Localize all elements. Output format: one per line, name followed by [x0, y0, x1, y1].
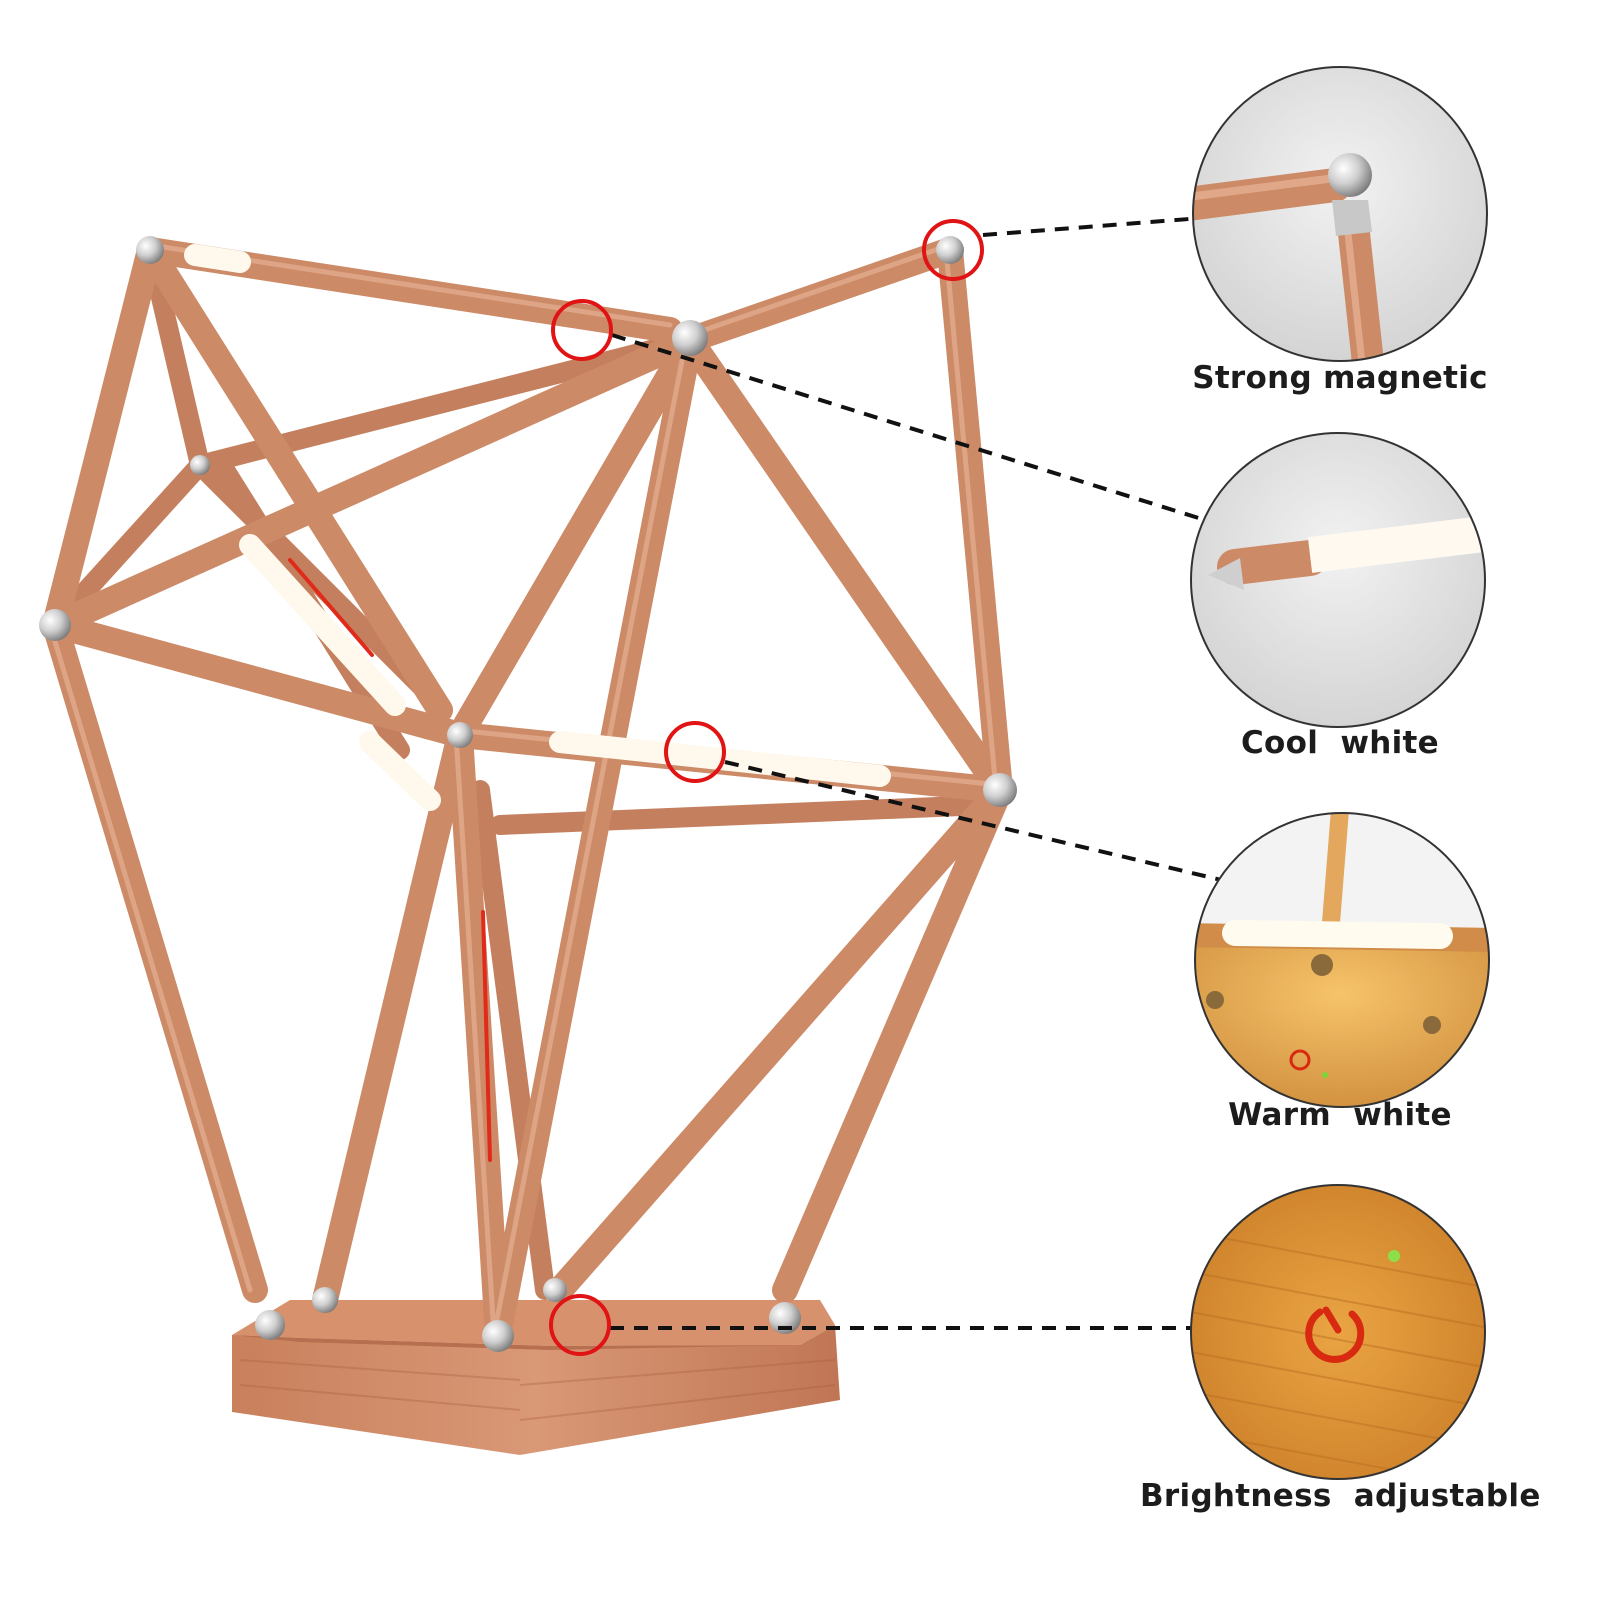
caption-strong-magnetic: Strong magnetic	[1192, 360, 1488, 396]
highlight-rings	[549, 219, 984, 1356]
detail-brightness	[1190, 1184, 1486, 1480]
leader-lines	[610, 215, 1256, 1330]
detail-cool-white	[1190, 432, 1486, 728]
caption-warm-white: Warm white	[1228, 1097, 1452, 1133]
detail-warm-white	[1194, 812, 1490, 1108]
power-icon	[1305, 1306, 1365, 1363]
lamp-frame	[42, 237, 1013, 1348]
magnetic-joints	[39, 236, 1017, 1352]
indicator-led	[1388, 1250, 1400, 1262]
caption-brightness-adjustable: Brightness adjustable	[1140, 1478, 1541, 1514]
lamp-base	[232, 1300, 840, 1455]
detail-magnetic	[1192, 66, 1488, 362]
caption-cool-white: Cool white	[1240, 725, 1440, 761]
